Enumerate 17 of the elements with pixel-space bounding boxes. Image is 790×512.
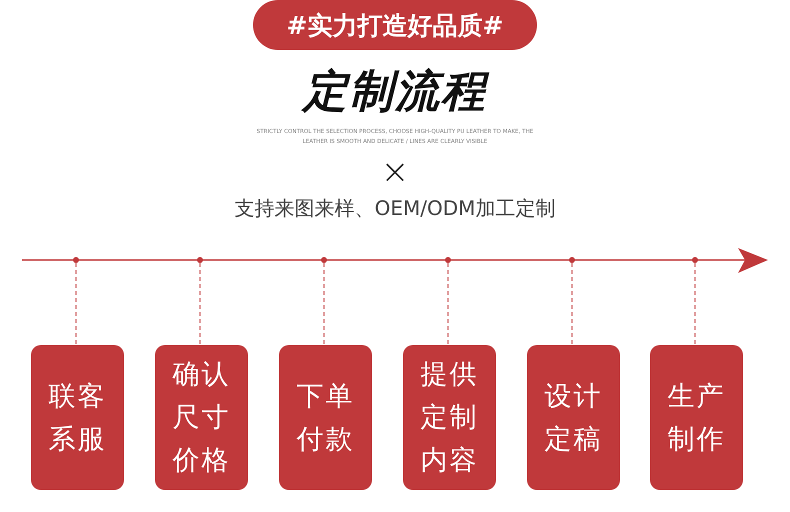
step-box: 确认尺寸价格: [155, 345, 248, 490]
step-box: 联客系服: [31, 345, 124, 490]
step-box: 生产制作: [650, 345, 743, 490]
timeline-dot: [445, 257, 451, 263]
support-text: 支持来图来样、OEM/ODM加工定制: [234, 195, 556, 222]
cross-sign: ×: [380, 151, 410, 194]
timeline-dot: [321, 257, 327, 263]
timeline-dot: [73, 257, 79, 263]
title: 定制流程: [0, 62, 790, 121]
step-box: 提供定制内容: [403, 345, 496, 490]
leader-line: [694, 262, 696, 346]
step-box: 设计定稿: [527, 345, 620, 490]
timeline-dot: [692, 257, 698, 263]
step-box: 下单付款: [279, 345, 372, 490]
timeline-dot: [197, 257, 203, 263]
timeline-dot: [569, 257, 575, 263]
heading-pill: #实力打造好品质#: [253, 0, 537, 50]
